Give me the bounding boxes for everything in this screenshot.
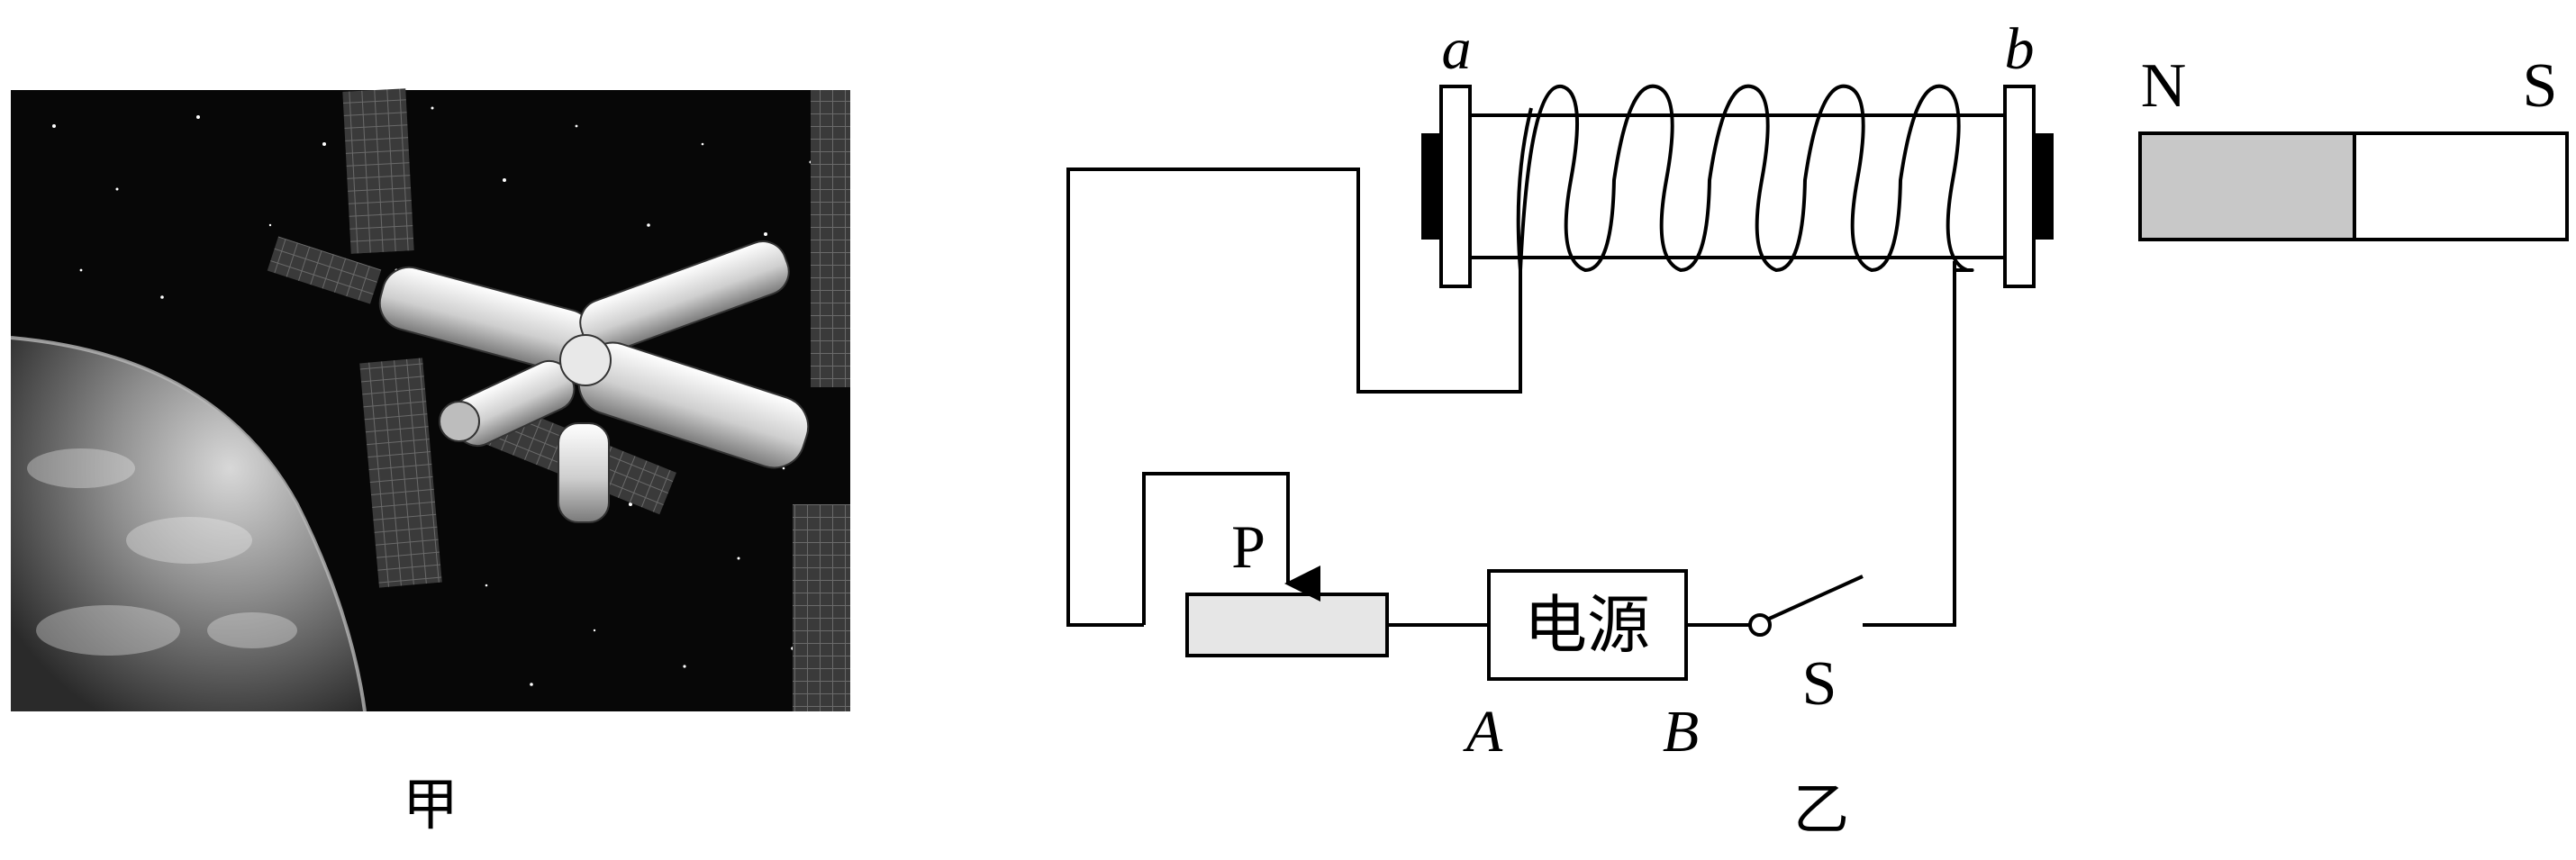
rheostat-slider-label: P <box>1231 512 1265 581</box>
switch-blade <box>1766 575 1864 621</box>
solenoid-cap-left <box>1421 133 1441 240</box>
solenoid-coil <box>1519 84 1974 378</box>
solenoid-end-a <box>1439 85 1472 288</box>
rheostat <box>1185 593 1389 657</box>
switch-pivot <box>1748 613 1772 637</box>
power-terminal-b-label: B <box>1663 699 1699 765</box>
station-modules <box>378 240 810 523</box>
switch-label: S <box>1802 649 1837 719</box>
power-supply-box <box>1487 569 1688 681</box>
power-supply-label: 电源 <box>1524 592 1650 661</box>
wire-left-loop <box>1066 167 1522 627</box>
earth-clouds <box>27 448 297 656</box>
magnet-south-label: S <box>2523 51 2558 121</box>
space-station-photo <box>10 88 850 712</box>
magnet-north-half <box>2138 131 2356 241</box>
panel-label-yi: 乙 <box>1793 780 1849 841</box>
solenoid-cap-right <box>2034 133 2054 240</box>
power-terminal-a-label: A <box>1463 699 1503 765</box>
solenoid-end-b-label: b <box>2005 16 2035 82</box>
solenoid-end-b <box>2003 85 2036 288</box>
circuit-diagram <box>1066 84 2569 681</box>
solenoid-end-a-label: a <box>1442 16 1472 82</box>
wire-right-drop <box>1863 261 1956 627</box>
solenoid-tube <box>1468 113 2007 259</box>
magnet-south-half <box>2353 131 2569 241</box>
magnet-north-label: N <box>2141 51 2187 121</box>
coil-start <box>1516 107 1533 271</box>
panel-label-jia: 甲 <box>403 775 458 837</box>
earth-limb <box>11 338 365 711</box>
